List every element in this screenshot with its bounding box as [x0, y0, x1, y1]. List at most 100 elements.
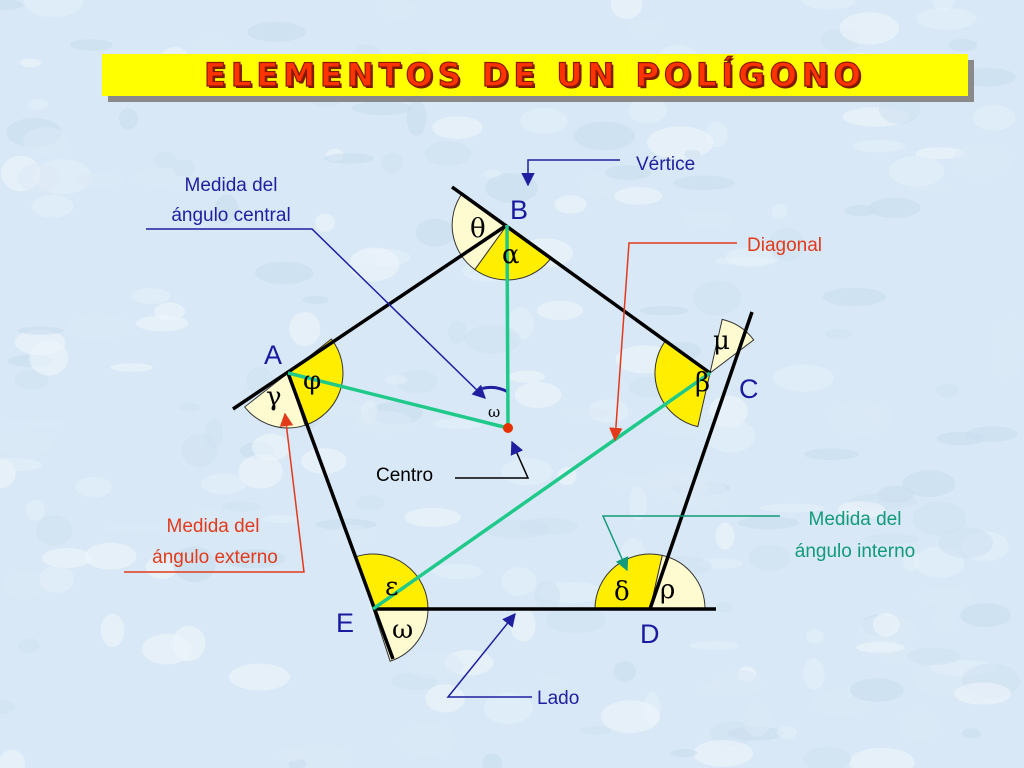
exterior-angle-e-sector [372, 608, 429, 662]
background-texture-blot [110, 363, 153, 372]
background-texture-blot [415, 218, 455, 247]
background-texture-blot [972, 105, 1016, 131]
vertex-pointer [521, 159, 620, 187]
background-texture-blot [448, 320, 467, 344]
background-texture-blot [868, 197, 921, 218]
angle-beta: β [695, 368, 710, 398]
background-texture-blot [673, 175, 735, 191]
radius-a [287, 371, 509, 430]
background-texture-blot [693, 739, 754, 767]
background-texture-blot [610, 0, 643, 19]
diagonal-pointer [609, 242, 737, 442]
angle-epsilon: ε [385, 572, 398, 602]
background-texture-blot [903, 549, 919, 572]
background-texture-blot [432, 563, 483, 580]
background-texture-blot [66, 313, 132, 341]
title-band: ELEMENTOS DE UN POLÍGONO [102, 54, 968, 96]
background-texture-blot [154, 151, 177, 169]
background-texture-blot [75, 476, 113, 498]
background-texture-blot [395, 369, 438, 394]
background-texture-blot [805, 629, 824, 644]
side-label: Lado [537, 688, 579, 709]
background-texture-blot [688, 641, 740, 650]
background-texture-blot [18, 638, 40, 653]
background-texture-blot [397, 722, 457, 758]
angle-gamma: γ [266, 382, 282, 412]
interior-angle-e-sector [355, 553, 429, 610]
background-texture-blot [776, 726, 797, 739]
vertex-b-letter: B [510, 195, 528, 225]
central-angle-pointer [146, 228, 486, 399]
background-texture-blot [518, 517, 578, 535]
background-texture-blot [352, 101, 413, 116]
background-texture-blot [737, 516, 799, 530]
background-texture-blot [277, 746, 305, 762]
background-texture-blot [849, 678, 904, 702]
background-texture-blot [960, 603, 1011, 628]
background-texture-blot [261, 515, 302, 523]
background-texture-blot [172, 159, 196, 177]
background-texture-blot [554, 195, 587, 214]
background-texture-blot [824, 328, 852, 339]
background-texture-blot [385, 374, 408, 385]
background-texture-blot [803, 448, 859, 461]
background-texture-blot [562, 450, 580, 463]
vertex-c-letter: C [739, 374, 759, 404]
background-texture-blot [604, 165, 652, 181]
background-texture-blot [14, 370, 49, 390]
background-texture-blot [172, 625, 206, 662]
background-texture-blot [534, 581, 561, 612]
background-texture-blot [936, 431, 985, 446]
background-texture-blot [23, 127, 69, 155]
angle-omega-central: ω [488, 403, 500, 421]
background-texture-blot [991, 354, 1022, 378]
background-texture-blot [856, 641, 905, 653]
background-texture-blot [404, 507, 461, 527]
background-texture-blot [961, 728, 981, 739]
background-texture-blot [510, 608, 536, 642]
interior-angle-c-sector [654, 340, 711, 428]
exterior-angle-label-line1: Medida del [167, 516, 260, 537]
background-texture-blot [508, 370, 545, 383]
side-cd-extended [648, 311, 754, 610]
background-texture-blot [76, 172, 126, 189]
background-texture-blot [888, 155, 945, 187]
interior-angle-label-line2: ángulo interno [795, 541, 915, 562]
background-texture-blot [19, 58, 42, 68]
vertex-d-letter: D [640, 619, 660, 649]
background-texture-blot [626, 19, 664, 34]
side-ab-extended [232, 223, 508, 411]
background-texture-blot [902, 470, 956, 498]
background-texture-blot [135, 315, 189, 332]
background-texture-blot [131, 288, 171, 304]
vertex-a-letter: A [264, 340, 282, 370]
background-texture-blot [179, 402, 201, 412]
background-texture-blot [715, 522, 735, 550]
background-texture-blot [100, 613, 125, 648]
background-texture-blot [483, 692, 533, 725]
side-ea-extended [286, 372, 395, 660]
background-texture-blot [424, 141, 472, 166]
background-texture-blot [716, 601, 734, 613]
background-texture-blot [573, 121, 636, 151]
background-texture-blot [433, 418, 484, 429]
background-texture-blot [748, 545, 791, 572]
background-texture-blot [406, 651, 464, 680]
central-angle-label-line2: ángulo central [171, 205, 290, 226]
background-texture-blot [0, 458, 43, 472]
background-texture-blot [192, 37, 229, 48]
interior-angle-b-sector [474, 224, 553, 281]
background-texture-blot [0, 430, 53, 457]
background-texture-blot [200, 473, 247, 495]
background-texture-blot [742, 701, 772, 737]
background-texture-blot [991, 319, 1024, 354]
background-texture-blot [0, 0, 24, 10]
background-texture-blot [558, 408, 612, 419]
background-texture-blot [639, 306, 689, 316]
background-texture-blot [684, 149, 701, 159]
background-texture-blot [536, 300, 584, 321]
interior-angle-d-sector [594, 553, 663, 610]
exterior-angle-c-sector [709, 318, 755, 375]
side-pointer [446, 612, 532, 698]
